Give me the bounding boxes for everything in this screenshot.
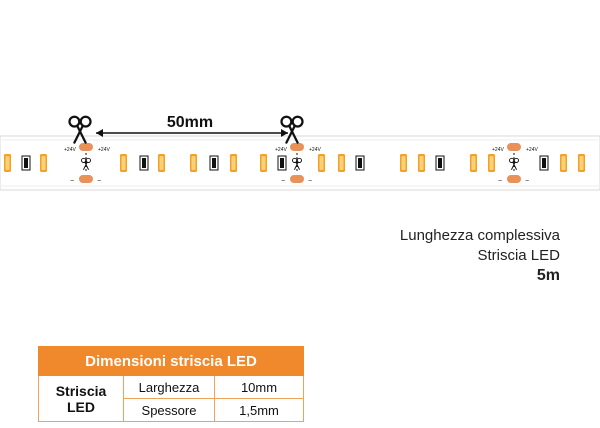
width-label: Larghezza bbox=[123, 375, 215, 399]
resistor bbox=[139, 155, 149, 171]
led-chip bbox=[260, 154, 267, 172]
info-line-1: Lunghezza complessiva bbox=[399, 227, 560, 244]
led-chip bbox=[120, 154, 127, 172]
led-chip bbox=[158, 154, 165, 172]
dimensions-table-title: Dimensioni striscia LED bbox=[38, 346, 304, 376]
thickness-label: Spessore bbox=[123, 398, 215, 422]
svg-text:−: − bbox=[97, 178, 101, 185]
led-strip-diagram: +24V +24V − − +24V +24V − − +24V +24V − … bbox=[0, 114, 600, 191]
svg-text:−: − bbox=[525, 178, 529, 185]
led-chip bbox=[578, 154, 585, 172]
svg-text:+24V: +24V bbox=[526, 147, 538, 153]
led-chip bbox=[40, 154, 47, 172]
svg-text:+24V: +24V bbox=[275, 147, 287, 153]
svg-text:−: − bbox=[308, 178, 312, 185]
led-chip bbox=[4, 154, 11, 172]
info-line-2: Striscia LED bbox=[477, 247, 560, 264]
resistor bbox=[209, 155, 219, 171]
led-chip bbox=[560, 154, 567, 172]
svg-text:−: − bbox=[281, 178, 285, 185]
cut-point-2: +24V +24V − − bbox=[275, 143, 321, 185]
row-header: Striscia LED bbox=[38, 375, 124, 422]
svg-text:+24V: +24V bbox=[492, 147, 504, 153]
led-chip bbox=[318, 154, 325, 172]
led-chip bbox=[400, 154, 407, 172]
strip-length-value: 5m bbox=[536, 267, 560, 284]
thickness-value: 1,5mm bbox=[214, 398, 304, 422]
strip-length-info: Lunghezza complessiva Striscia LED 5m bbox=[400, 226, 560, 286]
width-value: 10mm bbox=[214, 375, 304, 399]
led-chip bbox=[418, 154, 425, 172]
svg-text:+24V: +24V bbox=[98, 147, 110, 153]
led-chip bbox=[488, 154, 495, 172]
svg-text:+24V: +24V bbox=[309, 147, 321, 153]
dimensions-table: Dimensioni striscia LED Striscia LED Lar… bbox=[38, 346, 304, 422]
led-chip bbox=[470, 154, 477, 172]
resistor bbox=[21, 155, 31, 171]
led-chip bbox=[230, 154, 237, 172]
svg-text:+24V: +24V bbox=[64, 147, 76, 153]
cut-interval-label: 50mm bbox=[167, 114, 213, 131]
resistor bbox=[435, 155, 445, 171]
cut-point-1: +24V +24V − − bbox=[64, 143, 110, 185]
led-chip bbox=[338, 154, 345, 172]
resistor bbox=[355, 155, 365, 171]
resistor bbox=[539, 155, 549, 171]
resistor bbox=[277, 155, 287, 171]
svg-text:−: − bbox=[498, 178, 502, 185]
svg-text:−: − bbox=[70, 178, 74, 185]
dimension-arrow bbox=[96, 129, 288, 137]
led-chip bbox=[190, 154, 197, 172]
cut-point-3: +24V +24V − − bbox=[492, 143, 538, 185]
table-row: Spessore 1,5mm bbox=[39, 398, 304, 422]
table-row: Striscia LED Larghezza 10mm bbox=[38, 375, 304, 422]
